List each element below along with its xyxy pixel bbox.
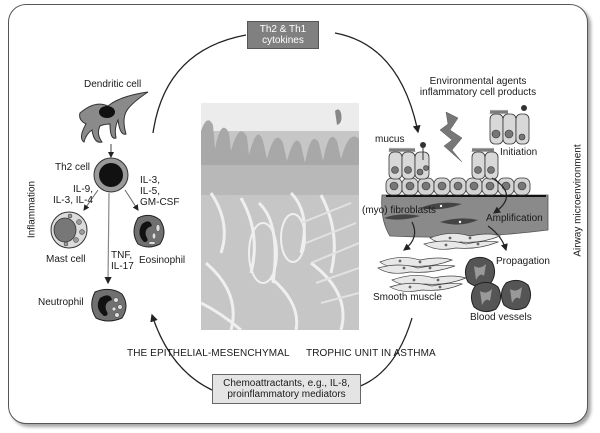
mast-cell-icon [50, 211, 88, 249]
blood-vessel-icon [470, 281, 502, 313]
histology-micrograph [201, 103, 359, 330]
blood-vessels-label: Blood vessels [470, 312, 532, 323]
chemoattractants-box-line2: proinflammatory mediators [227, 389, 346, 400]
mucus-label: mucus [375, 134, 405, 145]
eos-signal-line3: GM-CSF [140, 197, 180, 208]
cycle-arc-top-right [334, 32, 421, 134]
micrograph-texture [201, 103, 359, 330]
chemoattractants-box-line1: Chemoattractants, e.g., IL-8, [223, 378, 350, 389]
th2-cell-label: Th2 cell [55, 162, 91, 173]
eos-signal-line1: IL-3, [140, 175, 161, 186]
eosinophil-label: Eosinophil [139, 255, 186, 266]
smooth-muscle-label: Smooth muscle [373, 292, 442, 303]
env-line1: Environmental agents [429, 76, 527, 87]
neutro-signal-line2: IL-17 [111, 261, 134, 272]
propagation-label: Propagation [496, 256, 550, 267]
blood-vessel-icon [500, 279, 532, 311]
lightning-bolt-icon [439, 111, 463, 163]
initiation-epithelium-icon [489, 105, 530, 145]
cytokines-box-line2: cytokines [262, 35, 304, 46]
th2-cell-icon [93, 157, 129, 193]
environmental-agents-label: Environmental agents inflammatory cell p… [408, 76, 548, 98]
airway-microenvironment-side-label: Airway microenvironment [572, 144, 584, 257]
neutrophil-signal-label: TNF, IL-17 [111, 250, 134, 272]
mast-signal-line2: IL-3, IL-4 [52, 195, 93, 206]
eosinophil-icon [133, 214, 165, 248]
dendritic-cell-label: Dendritic cell [84, 79, 142, 90]
amplification-label: Amplification [486, 213, 543, 224]
chemoattractants-box: Chemoattractants, e.g., IL-8, proinflamm… [212, 374, 361, 404]
env-line2: inflammatory cell products [419, 87, 537, 98]
airway-epithelium-icon [381, 142, 549, 238]
cytokines-box-line1: Th2 & Th1 [259, 24, 307, 35]
cytokines-box: Th2 & Th1 cytokines [247, 21, 319, 49]
cycle-arc-top-left [152, 34, 247, 134]
initiation-label: Initiation [500, 147, 538, 158]
title-right: TROPHIC UNIT IN ASTHMA [306, 348, 436, 359]
inflammation-side-label: Inflammation [26, 180, 38, 239]
eos-signal-line2: IL-5, [140, 186, 161, 197]
fibroblasts-label: (myo) fibroblasts [362, 205, 436, 216]
title-left: THE EPITHELIAL-MESENCHYMAL [127, 348, 290, 359]
mast-signal-line1: IL-9, [72, 184, 93, 195]
mast-signal-label: IL-9, IL-3, IL-4 [43, 184, 93, 206]
smooth-muscle-icon [377, 233, 501, 292]
neutrophil-label: Neutrophil [38, 297, 84, 308]
eosinophil-signal-label: IL-3, IL-5, GM-CSF [140, 175, 179, 208]
neutrophil-icon [91, 288, 127, 322]
cycle-arc-bottom-right [354, 317, 413, 389]
mast-cell-label: Mast cell [46, 254, 86, 265]
neutro-signal-line1: TNF, [111, 250, 133, 261]
blood-vessel-icon [464, 256, 496, 288]
cycle-arc-bottom-left [150, 313, 213, 391]
dendritic-cell-icon [79, 91, 149, 143]
